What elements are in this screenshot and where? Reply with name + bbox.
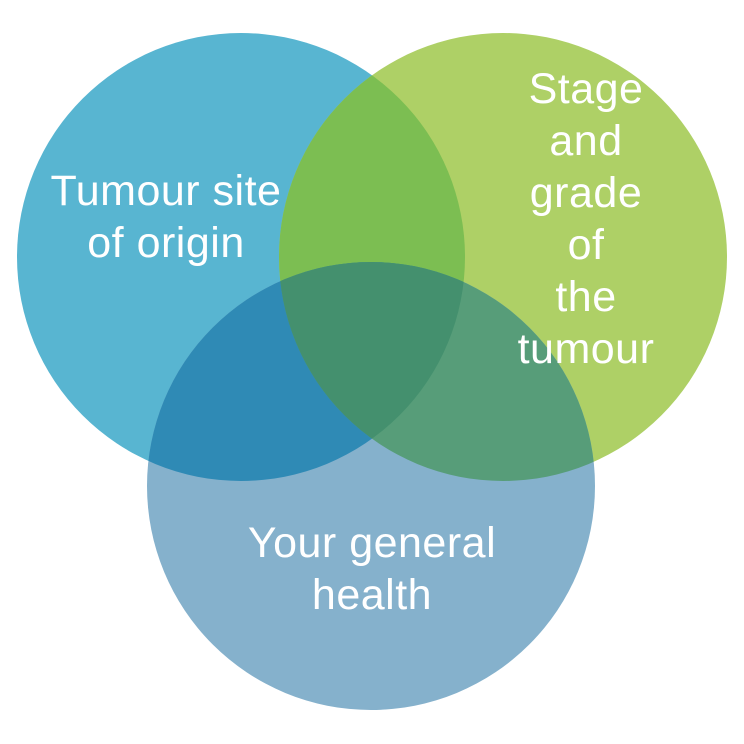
venn-overlap-stage-health-group — [279, 262, 595, 481]
venn-overlap-site-health-group — [147, 262, 465, 481]
venn-overlap-site-health — [147, 262, 465, 481]
venn-overlap-stage-health — [279, 262, 595, 481]
